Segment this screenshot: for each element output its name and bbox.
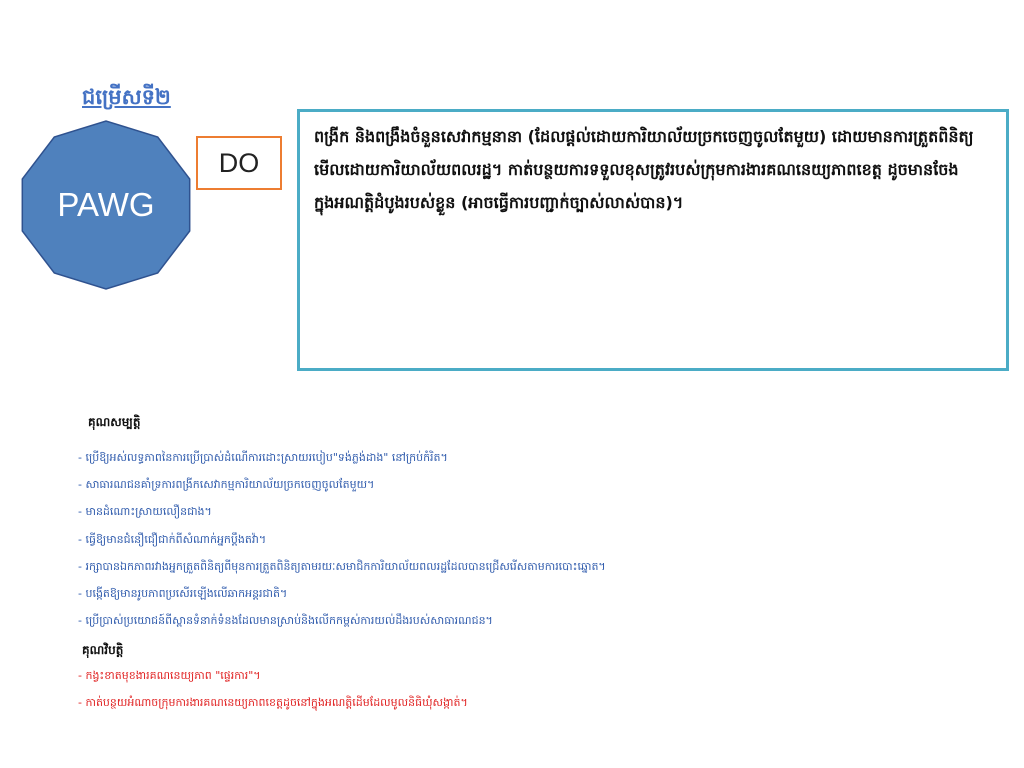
advantages-title: គុណសម្បត្តិ bbox=[88, 415, 141, 429]
advantage-item: - រក្សាបានឯកភាពរវាងអ្នកត្រួតពិនិត្យពីមុន… bbox=[78, 559, 606, 573]
advantage-item: - ប្រើឱ្យអស់លទ្ធភាពនៃការប្រើប្រាស់ដំណើកា… bbox=[78, 451, 448, 464]
disadvantage-item: - កង្វះខាតមុខងារគណនេយ្យភាព "ផ្ទេរការ"។ bbox=[78, 669, 261, 682]
description-box: ពង្រីក និងពង្រឹងចំនួនសេវាកម្មនានា (ដែលផ្… bbox=[297, 109, 1009, 371]
option-title: ជម្រើសទី២ bbox=[82, 85, 171, 109]
description-text: ពង្រីក និងពង្រឹងចំនួនសេវាកម្មនានា (ដែលផ្… bbox=[314, 127, 974, 212]
pawg-shape: PAWG bbox=[14, 118, 198, 292]
do-box: DO bbox=[196, 136, 282, 190]
octagon-shape bbox=[21, 120, 191, 290]
advantage-item: - សាធារណជនគាំទ្រការពង្រីកសេវាកម្មការិយាល… bbox=[78, 478, 375, 492]
advantage-item: - មានដំណោះស្រាយលឿនជាង។ bbox=[78, 505, 212, 519]
do-label: DO bbox=[218, 147, 260, 178]
disadvantage-item: - កាត់បន្ថយអំណាចក្រុមការងារគណនេយ្យភាពខេត… bbox=[78, 696, 468, 710]
advantage-item: - បង្កើតឱ្យមានរូបភាពប្រសើរឡើងលើឆាកអន្តរជ… bbox=[78, 587, 288, 601]
disadvantages-list: - កង្វះខាតមុខងារគណនេយ្យភាព "ផ្ទេរការ"។ -… bbox=[78, 662, 468, 716]
advantage-item: - ធ្វើឱ្យមានជំនឿជឿជាក់ពីសំណាក់អ្នកប្តឹងត… bbox=[78, 532, 267, 546]
disadvantages-title: គុណវិបត្តិ bbox=[82, 643, 124, 657]
advantages-list: - ប្រើឱ្យអស់លទ្ធភាពនៃការប្រើប្រាស់ដំណើកា… bbox=[78, 444, 606, 634]
advantage-item: - ប្រើប្រាស់ប្រយោជន៍ពីស្ពានទំនាក់ទំនងដែល… bbox=[78, 614, 493, 628]
pawg-label: PAWG bbox=[57, 186, 155, 223]
